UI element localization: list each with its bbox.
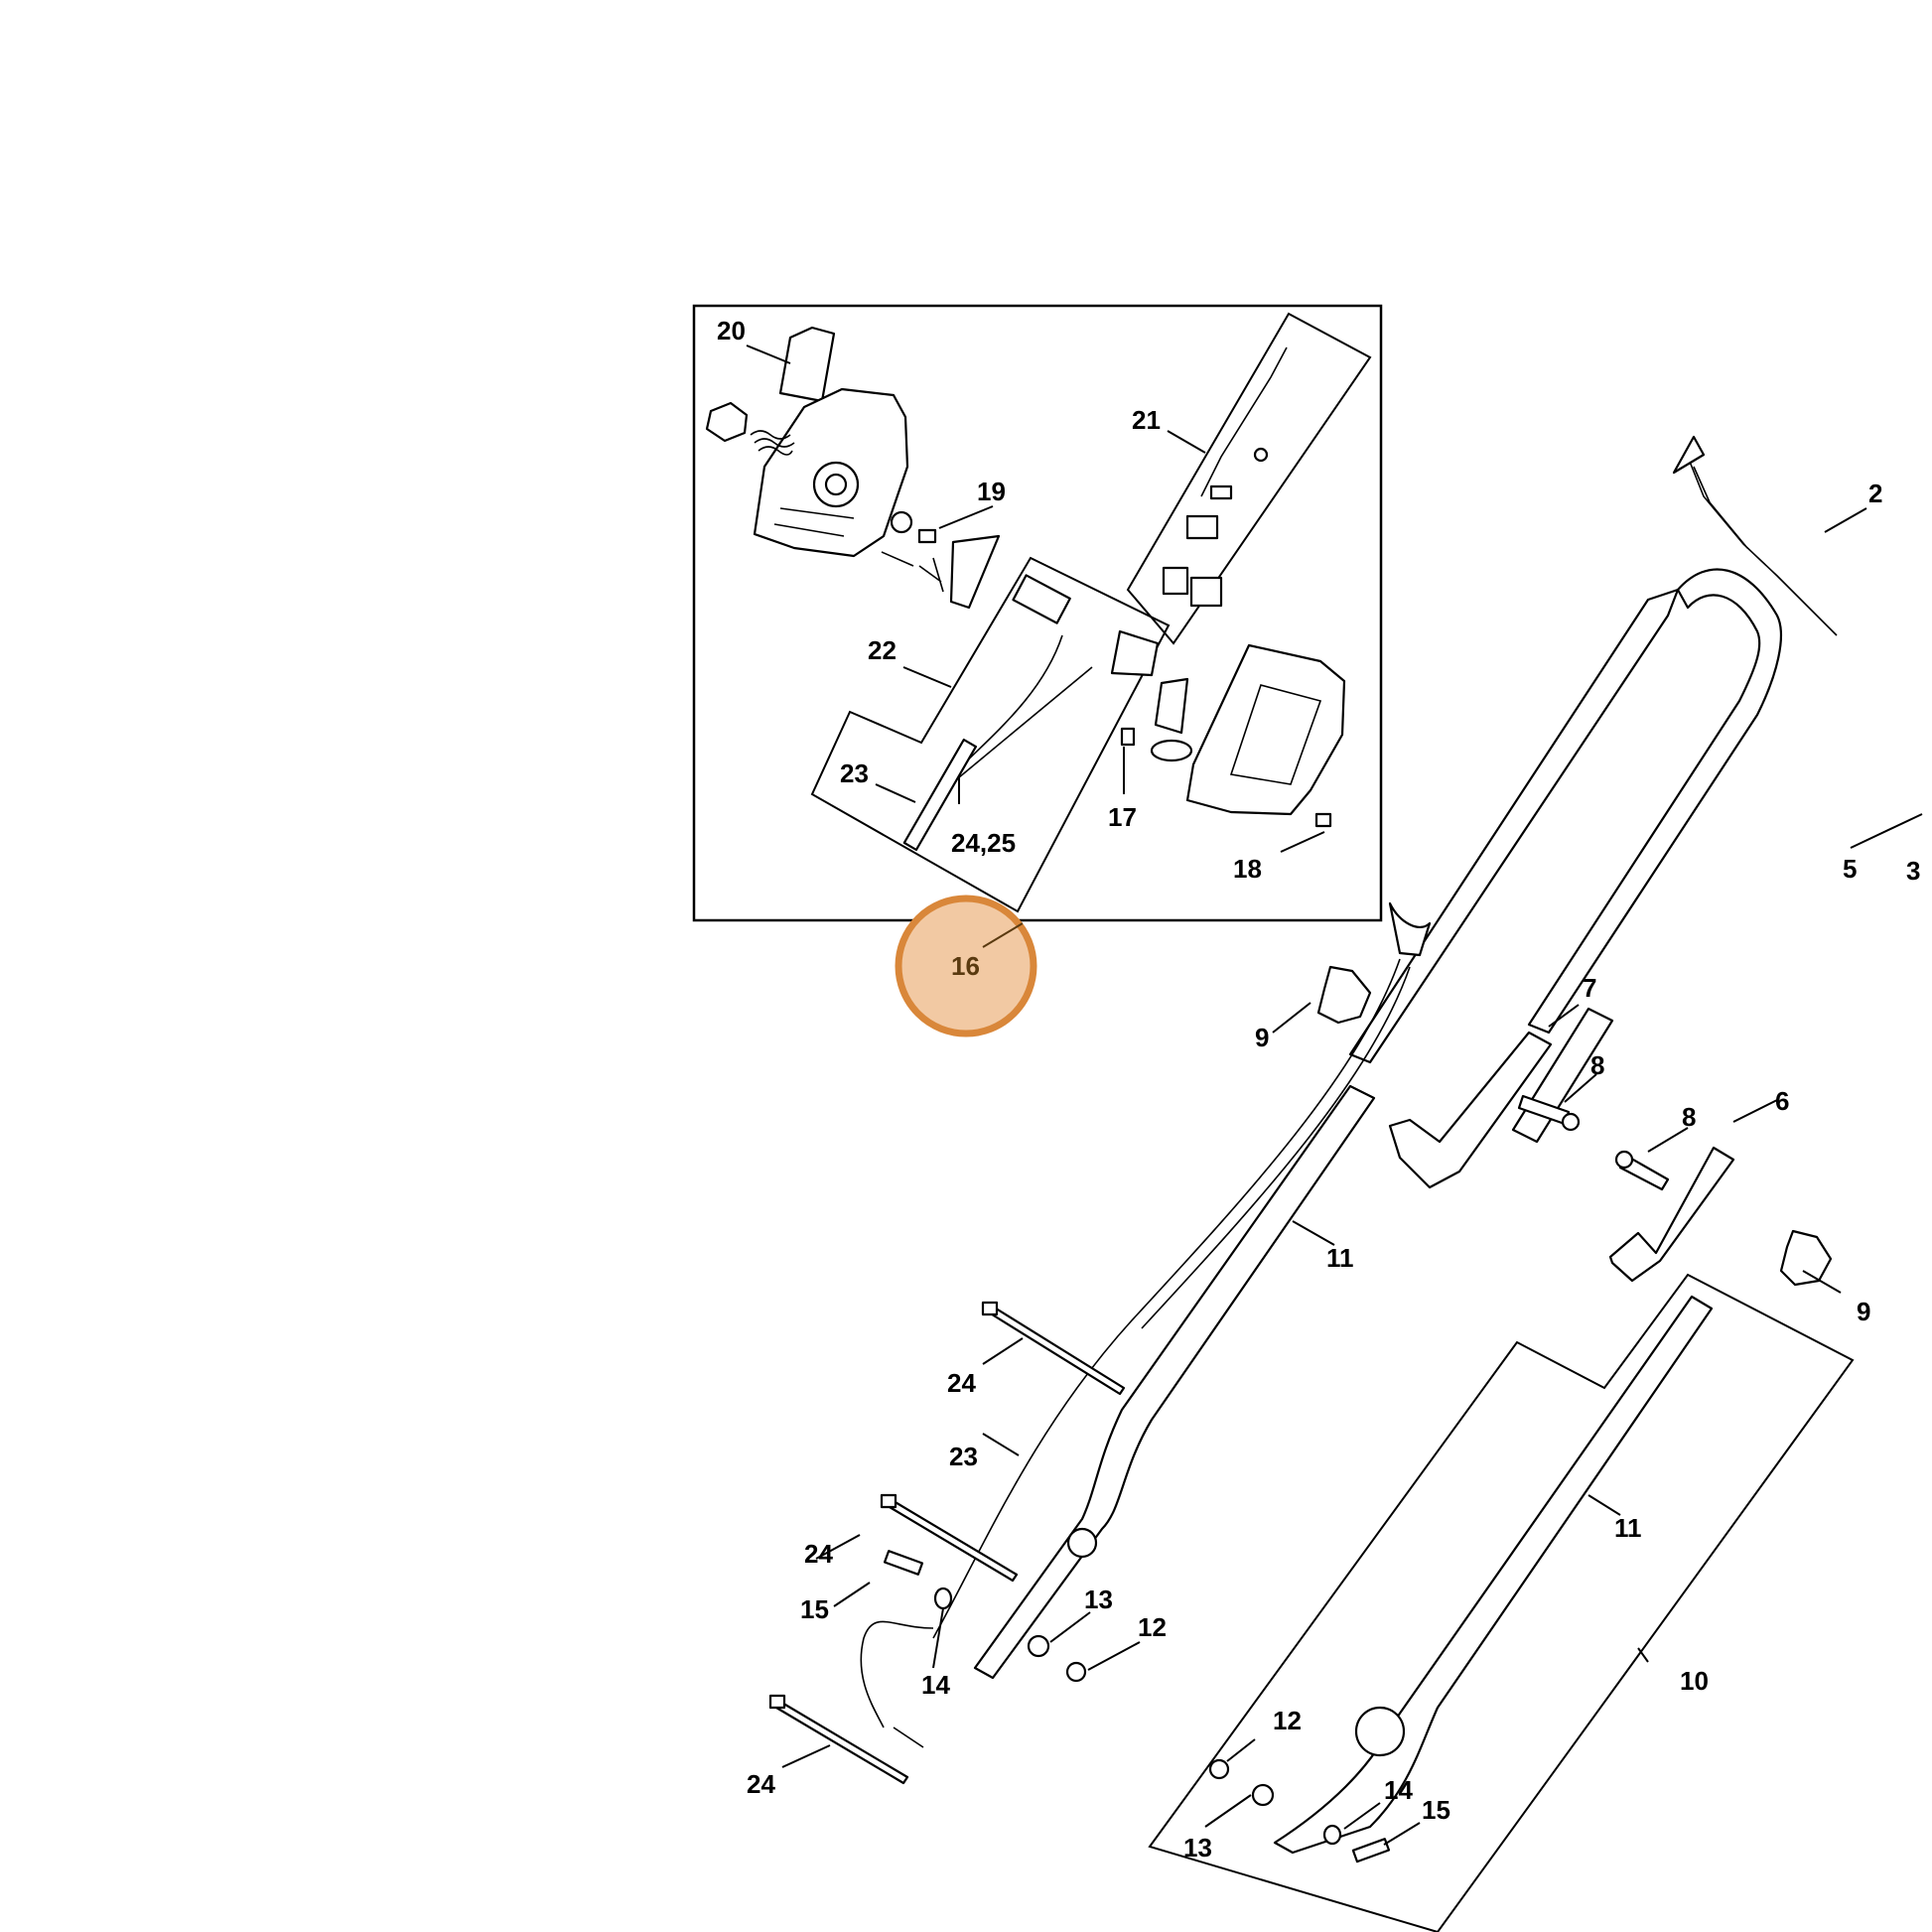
highlight-ring[interactable] bbox=[895, 895, 1037, 1037]
part-9-knob-left bbox=[1316, 965, 1372, 1025]
label-11-lower: 11 bbox=[1614, 1513, 1642, 1543]
label-19: 19 bbox=[977, 477, 1006, 506]
detail-inset-frame bbox=[692, 304, 1383, 922]
cable-21 bbox=[1162, 346, 1288, 608]
label-11-upper: 11 bbox=[1326, 1243, 1354, 1273]
label-12-upper: 12 bbox=[1138, 1612, 1167, 1642]
part-6-lever bbox=[1608, 1146, 1735, 1283]
label-14-left: 14 bbox=[921, 1670, 950, 1700]
label-2: 2 bbox=[1868, 479, 1882, 508]
hardware-12-13-14-15 bbox=[883, 1550, 1391, 1863]
label-24-25: 24,25 bbox=[951, 828, 1016, 858]
label-7: 7 bbox=[1583, 973, 1596, 1003]
part-8-bolt-b bbox=[1614, 1150, 1670, 1191]
part-19-screw bbox=[881, 510, 1001, 610]
label-24-lower: 24 bbox=[747, 1769, 775, 1799]
upper-handle bbox=[1348, 568, 1783, 1144]
label-3: 3 bbox=[1906, 856, 1920, 886]
label-24-upper: 24 bbox=[947, 1368, 976, 1398]
leader-lines bbox=[746, 345, 1923, 1846]
strap-24-upper bbox=[981, 1301, 1126, 1396]
label-9-left: 9 bbox=[1255, 1023, 1269, 1052]
strap-24-lower bbox=[768, 1694, 909, 1785]
switch-housing bbox=[1120, 643, 1346, 828]
part-7-lever bbox=[1388, 1031, 1553, 1189]
part-8-bolt-a bbox=[1517, 1094, 1581, 1132]
cable-kit-subframe bbox=[1126, 312, 1372, 645]
part-11-tube-upper bbox=[973, 1084, 1376, 1680]
label-20: 20 bbox=[717, 316, 746, 345]
switch-block bbox=[902, 574, 1160, 852]
label-5: 5 bbox=[1843, 854, 1857, 884]
label-24-middle: 24 bbox=[804, 1539, 833, 1569]
highlight-callout-16[interactable]: 16 bbox=[895, 895, 1037, 1037]
label-23-inset: 23 bbox=[840, 759, 869, 788]
label-14-right: 14 bbox=[1384, 1775, 1413, 1805]
highlight-label: 16 bbox=[951, 951, 980, 981]
label-9-right: 9 bbox=[1857, 1297, 1870, 1326]
knob-and-spring bbox=[705, 401, 795, 456]
label-13-upper: 13 bbox=[1084, 1585, 1113, 1614]
label-6: 6 bbox=[1775, 1086, 1789, 1116]
label-13-lower: 13 bbox=[1183, 1833, 1212, 1863]
control-housing bbox=[753, 387, 909, 558]
part-9-knob-right bbox=[1779, 1229, 1833, 1287]
label-17: 17 bbox=[1108, 802, 1137, 832]
label-23-main: 23 bbox=[949, 1442, 978, 1471]
part-20-cover bbox=[778, 326, 836, 403]
switch-assembly-subframe bbox=[810, 556, 1171, 913]
label-10: 10 bbox=[1680, 1666, 1709, 1696]
part-2-cable bbox=[1672, 435, 1838, 636]
label-18: 18 bbox=[1233, 854, 1262, 884]
label-8-b: 8 bbox=[1682, 1102, 1696, 1132]
label-15-right: 15 bbox=[1422, 1795, 1450, 1825]
lower-handle-subframe bbox=[1148, 1273, 1855, 1932]
label-22: 22 bbox=[868, 635, 897, 665]
label-15-left: 15 bbox=[800, 1594, 829, 1624]
label-12-lower: 12 bbox=[1273, 1706, 1302, 1735]
label-21: 21 bbox=[1132, 405, 1161, 435]
coiled-cable bbox=[860, 901, 1432, 1748]
leader-line-16 bbox=[982, 922, 1024, 948]
part-11-tube-lower bbox=[1273, 1295, 1714, 1855]
strap-24-middle bbox=[880, 1493, 1019, 1583]
label-8-a: 8 bbox=[1590, 1050, 1604, 1080]
